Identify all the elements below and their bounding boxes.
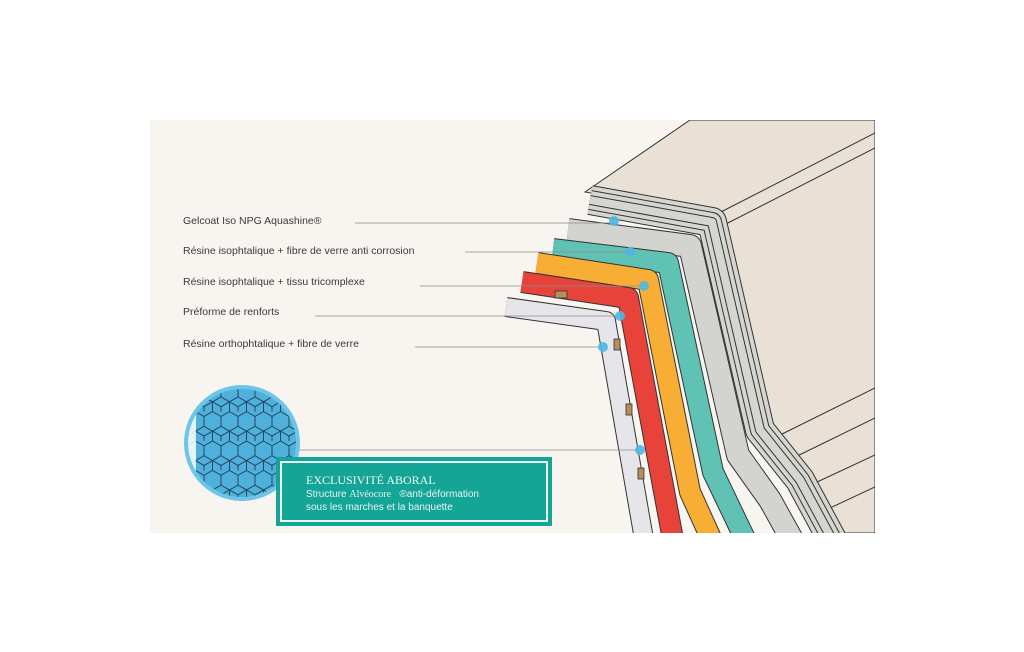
marker-dot [625,247,635,257]
orange-layer [535,252,721,533]
label-preforme: Préforme de renforts [183,306,280,318]
callout-text: Structure Alvéocore ®anti-déformation so… [306,488,479,514]
callout-line2: sous les marches et la banquette [306,502,453,513]
label-gelcoat: Gelcoat Iso NPG Aquashine® [183,215,322,227]
callout-brand: Alvéocore [349,489,392,500]
label-iso-anticorrosion: Résine isophtalique + fibre de verre ant… [183,245,415,257]
marker-dot [598,342,608,352]
teal-layer [551,238,755,533]
marker-dot [639,281,649,291]
marker-dot [615,311,625,321]
callout-line1-b: ®anti-déformation [399,489,479,500]
outer-gelcoat-layers [587,185,846,533]
red-layer [520,271,683,533]
label-iso-tricomplexe: Résine isophtalique + tissu tricomplexe [183,276,365,288]
callout-title: EXCLUSIVITÉ ABORAL [306,473,436,487]
label-ortho: Résine orthophtalique + fibre de verre [183,338,359,350]
exclusivity-callout: EXCLUSIVITÉ ABORAL Structure Alvéocore ®… [276,457,552,526]
marker-dot [609,216,619,226]
honeycomb-detail-icon [184,385,300,501]
marker-dot [635,445,645,455]
preform-layer [504,297,654,533]
callout-line1-a: Structure [306,489,347,500]
gelcoat-layer [566,218,803,533]
reinforcement-blocks [554,290,645,480]
